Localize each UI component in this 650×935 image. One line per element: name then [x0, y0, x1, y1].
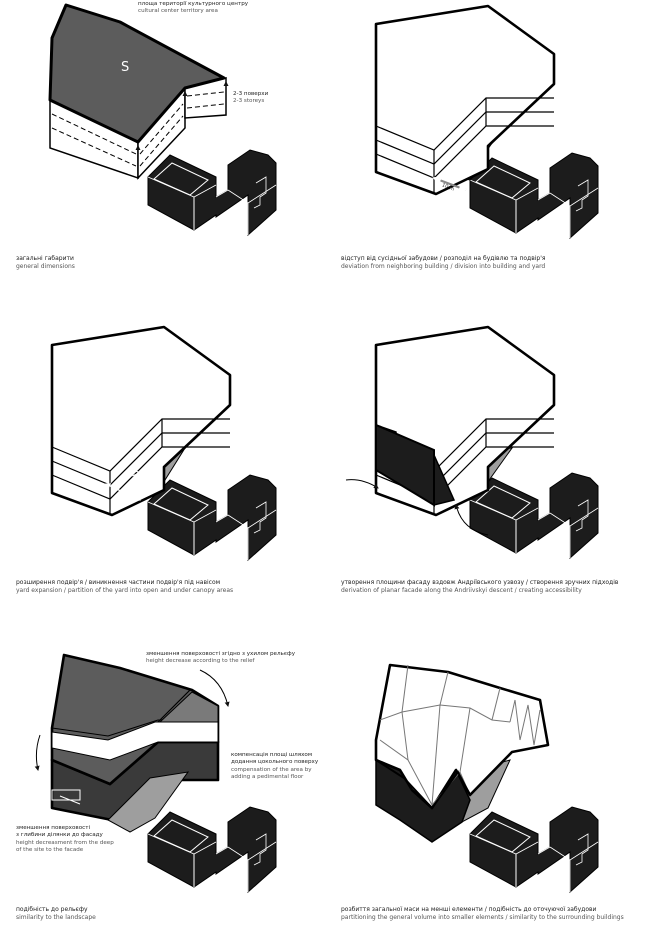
caption-panel-5-ua: подібність до рельєфу	[16, 906, 88, 913]
distance-label: 10 m	[441, 182, 455, 192]
area-label: площа території культурного центру cultu…	[138, 1, 248, 16]
neighbor-buildings-6	[469, 806, 599, 893]
note-depth-decrease-en-2: of the site to the facade	[16, 847, 84, 854]
caption-panel-5-en: similarity to the landscape	[16, 914, 96, 921]
expanded-area-symbol: >S	[131, 466, 150, 481]
storeys-label-en: 2-3 storeys	[233, 98, 265, 105]
caption-panel-2: відступ від сусідньої забудови / розподі…	[341, 255, 545, 271]
note-depth-decrease-ua-2: з глибини ділянки до фасаду	[16, 832, 103, 839]
neighbor-buildings-3	[147, 474, 277, 561]
caption-panel-3: розширення подвір'я / виникнення частини…	[16, 579, 233, 595]
storeys-label: 2-3 поверхи 2-3 storeys	[233, 91, 268, 106]
note-depth-decrease: зменшення поверховості з глибини ділянки…	[16, 825, 114, 855]
caption-panel-5: подібність до рельєфу similarity to the …	[16, 906, 96, 922]
note-depth-decrease-ua-1: зменшення поверховості	[16, 825, 91, 831]
storeys-label-ua: 2-3 поверхи	[233, 91, 269, 97]
note-height-decrease-en: height decrease according to the relief	[146, 658, 255, 665]
note-compensation: компенсація площі шляхом додання цокольн…	[231, 752, 318, 782]
note-compensation-en-1: compensation of the area by	[231, 766, 312, 773]
note-compensation-ua-1: компенсація площі шляхом	[231, 752, 313, 758]
caption-panel-6: розбиття загальної маси на менші елемент…	[341, 906, 624, 922]
note-compensation-en-2: adding a pedimental floor	[231, 774, 304, 781]
territory-area-roof	[48, 3, 226, 144]
neighbor-buildings-5	[147, 806, 277, 893]
note-compensation-ua-2: додання цокольного поверху	[231, 759, 319, 766]
caption-panel-2-ua: відступ від сусідньої забудови / розподі…	[341, 255, 546, 262]
caption-panel-1-en: general dimensions	[16, 263, 75, 270]
panel-deviation: 10 m	[374, 4, 599, 239]
caption-panel-2-en: deviation from neighboring building / di…	[341, 263, 546, 270]
caption-panel-6-en: partitioning the general volume into sma…	[341, 914, 624, 921]
area-symbol: S	[121, 60, 129, 75]
caption-panel-3-ua: розширення подвір'я / виникнення частини…	[16, 579, 221, 586]
note-height-decrease: зменшення поверховості згідно з ухилом р…	[146, 651, 295, 666]
caption-panel-4-en: derivation of planar facade along the An…	[341, 587, 582, 594]
area-label-en: cultural center territory area	[138, 8, 218, 15]
caption-panel-4: утворення площини фасаду вздовж Андріївс…	[341, 579, 618, 595]
note-height-decrease-ua: зменшення поверховості згідно з ухилом р…	[146, 651, 296, 657]
panel-partitioning	[374, 663, 599, 893]
panel-relief	[34, 653, 277, 893]
caption-panel-1-ua: загальні габарити	[16, 255, 74, 262]
neighbor-buildings-1	[147, 149, 277, 236]
area-label-ua: площа території культурного центру	[138, 1, 249, 7]
panel-planar-facade	[345, 325, 599, 559]
caption-panel-4-ua: утворення площини фасаду вздовж Андріївс…	[341, 579, 619, 586]
panel-general-dimensions: S	[48, 3, 277, 236]
caption-panel-3-en: yard expansion / partition of the yard i…	[16, 587, 234, 594]
caption-panel-6-ua: розбиття загальної маси на менші елемент…	[341, 906, 597, 913]
panel-yard-expansion: >S	[50, 325, 277, 561]
caption-panel-1: загальні габарити general dimensions	[16, 255, 75, 271]
note-depth-decrease-en-1: height decreasment from the deep	[16, 839, 114, 846]
